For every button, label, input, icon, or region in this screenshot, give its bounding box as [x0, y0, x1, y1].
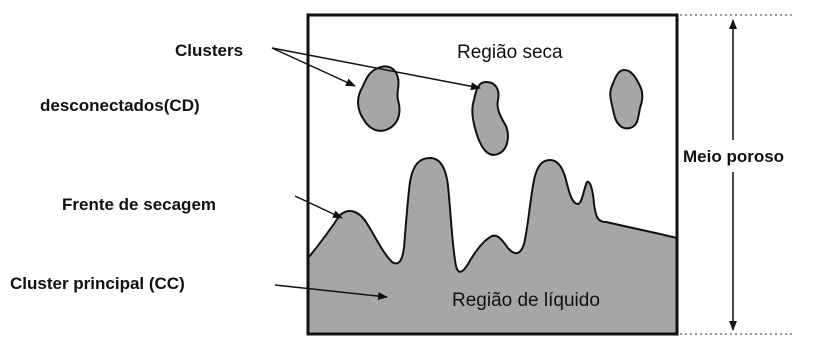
- clusters-arrow-2: [271, 47, 481, 91]
- frente-arrow: [294, 195, 343, 219]
- liquid-region: [307, 157, 678, 335]
- label-desconectados: desconectados(CD): [40, 96, 200, 115]
- disconnected-cluster-1: [357, 65, 401, 132]
- label-regiao-de-liquido: Região de líquido: [452, 290, 600, 311]
- label-cluster-principal: Cluster principal (CC): [10, 274, 185, 293]
- label-frente-de-secagem: Frente de secagem: [62, 195, 216, 214]
- label-meio-poroso: Meio poroso: [683, 147, 784, 166]
- label-clusters: Clusters: [175, 41, 243, 60]
- clusters-arrow-1: [271, 47, 356, 87]
- disconnected-cluster-2: [471, 81, 509, 156]
- label-regiao-seca: Região seca: [457, 42, 563, 63]
- porous-medium-box: [306, 13, 679, 336]
- disconnected-cluster-3: [609, 69, 644, 130]
- cluster-principal-arrow: [274, 284, 388, 301]
